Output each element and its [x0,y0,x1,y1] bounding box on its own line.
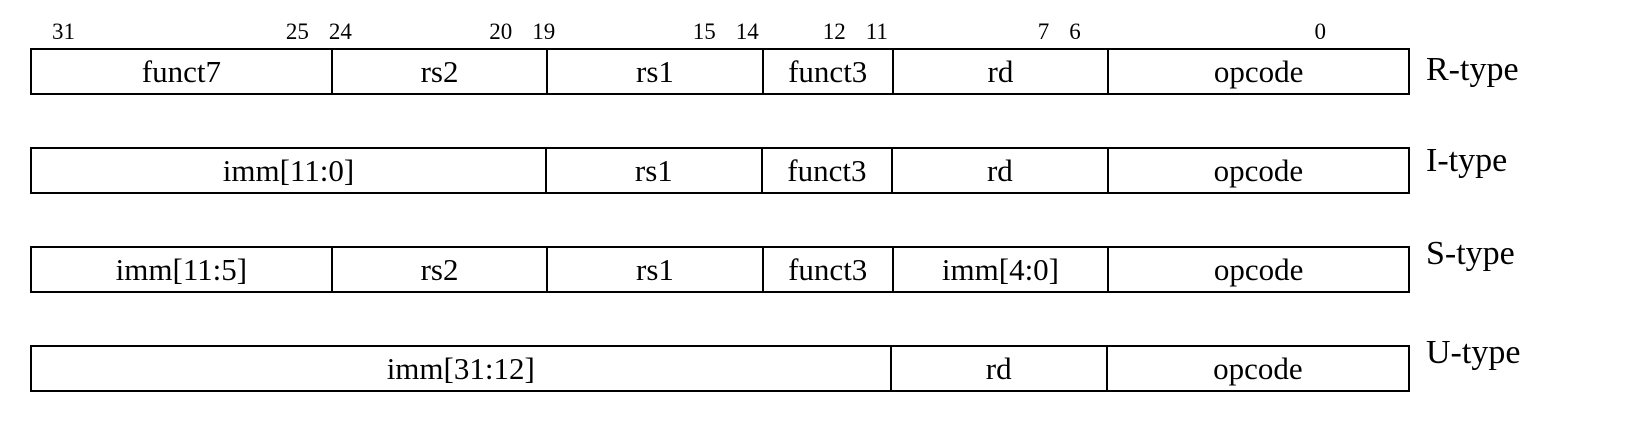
field-label: rs1 [636,252,674,287]
instruction-row-i-type: imm[11:0] rs1 funct3 rd opcode I-type [30,141,1630,194]
instruction-row-r-type: funct7 rs2 rs1 funct3 rd opcode R-type [30,48,1630,95]
fields-r-type: funct7 rs2 rs1 funct3 rd opcode [30,48,1410,95]
bit-range-14-12: 14 12 [726,8,856,48]
field-rd: rd [891,149,1107,192]
field-label: opcode [1213,54,1304,89]
field-label: funct3 [787,153,867,188]
field-rd: rd [891,50,1107,93]
field-funct3: funct3 [760,149,891,192]
field-rs1: rs1 [546,248,761,291]
fields-i-type: imm[11:0] rs1 funct3 rd opcode [30,147,1410,194]
bit-label-high: 24 [328,19,352,44]
field-label: rs1 [636,54,674,89]
type-label-u-type: U-type [1426,333,1521,371]
bit-label-low: 15 [692,19,716,44]
bit-label-low: 0 [1314,19,1327,44]
bit-label-low: 12 [822,19,846,44]
field-label: imm[4:0] [941,252,1060,287]
bit-label-high: 11 [865,19,888,44]
bit-label-high: 31 [52,19,75,44]
field-rs2: rs2 [330,248,546,291]
field-rs1: rs1 [546,50,761,93]
field-label: rd [986,153,1013,188]
field-funct3: funct3 [761,248,892,291]
bit-label-high: 6 [1069,19,1081,44]
field-opcode: opcode [1106,149,1408,192]
bit-label-low: 20 [489,19,513,44]
field-opcode: opcode [1105,347,1408,390]
field-label: opcode [1213,153,1304,188]
field-opcode: opcode [1107,248,1408,291]
field-label: imm[31:12] [386,351,535,386]
bit-label-low: 7 [1037,19,1050,44]
field-opcode: opcode [1107,50,1408,93]
field-rs2: rs2 [330,50,546,93]
bit-range-11-7: 11 7 [856,8,1059,48]
field-imm-4-0: imm[4:0] [891,248,1107,291]
field-label: rs1 [634,153,673,188]
bit-label-high: 19 [532,19,556,44]
fields-s-type: imm[11:5] rs2 rs1 funct3 imm[4:0] opcode [30,246,1410,293]
field-funct7: funct7 [32,50,331,93]
field-funct3: funct3 [761,50,892,93]
fields-u-type: imm[31:12] rd opcode [30,345,1410,392]
field-imm-11-5: imm[11:5] [32,248,331,291]
field-imm-31-12: imm[31:12] [32,347,890,390]
field-label: opcode [1213,252,1304,287]
bit-range-31-25: 31 25 [30,8,319,48]
type-label-r-type: R-type [1426,50,1519,88]
field-label: opcode [1213,351,1303,386]
instruction-row-s-type: imm[11:5] rs2 rs1 funct3 imm[4:0] opcode S-typ… [30,236,1630,293]
bit-label-low: 25 [285,19,309,44]
field-rs1: rs1 [545,149,761,192]
bit-range-24-20: 24 20 [319,8,522,48]
field-rd: rd [889,347,1106,390]
field-label: funct3 [788,252,868,287]
field-label: imm[11:5] [115,252,248,287]
field-label: rs2 [420,54,459,89]
field-label: imm[11:0] [222,153,355,188]
field-label: rd [987,54,1014,89]
instruction-row-u-type: imm[31:12] rd opcode U-type [30,335,1630,392]
bit-label-high: 14 [735,19,759,44]
field-label: funct3 [788,54,868,89]
field-label: funct7 [141,54,221,89]
type-label-i-type: I-type [1426,141,1508,179]
field-label: rs2 [420,252,459,287]
field-imm-11-0: imm[11:0] [32,149,545,192]
type-label-s-type: S-type [1426,234,1515,272]
field-label: rd [985,351,1012,386]
